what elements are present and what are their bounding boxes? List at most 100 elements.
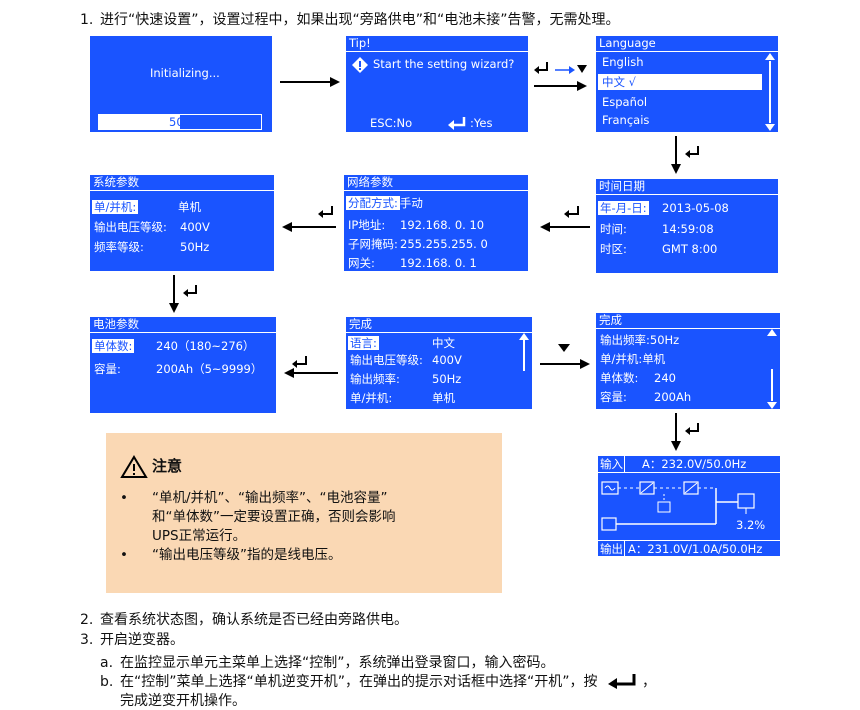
arrow-right-icon (280, 77, 340, 87)
network-label-gateway: 网关: (348, 256, 375, 270)
network-label-mask: 子网掩码: (348, 237, 398, 251)
datetime-title: 时间日期 (596, 179, 778, 195)
scroll-up-icon (765, 53, 775, 60)
note-title: 注意 (152, 457, 183, 475)
system-label-frequency: 频率等级: (94, 240, 144, 254)
scroll-down-icon (765, 124, 775, 131)
network-title: 网络参数 (344, 175, 528, 191)
arrow-left-icon (540, 206, 590, 232)
finish1-value-language: 中文 (432, 336, 455, 350)
power-flow-diagram (601, 481, 755, 531)
language-item-chinese[interactable]: 中文 √ (598, 74, 762, 90)
enter-key-icon (607, 674, 636, 689)
language-item-espanol[interactable]: Español (602, 95, 648, 109)
warning-icon (120, 455, 148, 478)
finish1-label-mode: 单/并机: (350, 391, 393, 405)
init-progress-bar: 50% (98, 114, 262, 130)
finish1-value-voltage: 400V (432, 353, 462, 367)
scrollbar[interactable] (764, 53, 776, 131)
language-title: Language (596, 36, 778, 52)
datetime-label-time: 时间: (600, 222, 627, 236)
system-value-mode: 单机 (178, 200, 201, 214)
wizard-yes-option[interactable]: :Yes (470, 116, 493, 130)
finish2-label-capacity: 容量: (600, 390, 627, 404)
datetime-value-timezone: GMT 8:00 (662, 242, 718, 256)
network-row-mode[interactable]: 分配方式:手动 (346, 196, 423, 210)
battery-row-cells[interactable]: 单体数: (92, 339, 135, 353)
screen-finish-1: 完成 语言: 中文 输出电压等级: 400V 输出频率: 50Hz 单/并机: … (346, 317, 532, 409)
system-label-voltage: 输出电压等级: (94, 220, 167, 234)
network-value-gateway: 192.168. 0. 1 (400, 256, 477, 270)
system-value-voltage: 400V (180, 220, 210, 234)
step-3a: a.在监控显示单元主菜单上选择“控制”，系统弹出登录窗口，输入密码。 (100, 655, 555, 671)
status-output-bar: 输出 A：231.0V/1.0A/50.0Hz (598, 540, 780, 556)
screen-system-status: 输入 A：232.0V/50.0Hz 3.2% 输出 A：231.0V/1.0A… (598, 456, 780, 556)
status-input-value: A：232.0V/50.0Hz (642, 457, 747, 471)
battery-value-capacity: 200Ah（5~9999） (156, 362, 263, 376)
screen-initializing: Initializing... 50% (90, 36, 272, 132)
finish1-row-language[interactable]: 语言: (348, 336, 379, 350)
scroll-down-icon (767, 402, 777, 409)
step-2: 2.查看系统状态图，确认系统是否已经由旁路供电。 (80, 612, 408, 628)
finish1-title: 完成 (346, 317, 532, 333)
finish2-value-capacity: 200Ah (654, 390, 692, 404)
scroll-up-icon (767, 329, 777, 336)
scrollbar[interactable] (766, 329, 778, 409)
system-value-frequency: 50Hz (180, 240, 210, 254)
info-icon (352, 57, 368, 73)
step-3a-text: 在监控显示单元主菜单上选择“控制”，系统弹出登录窗口，输入密码。 (120, 655, 555, 671)
finish2-title: 完成 (596, 313, 780, 329)
step-1: 1. 进行“快速设置”，设置过程中，如果出现“旁路供电”和“电池未接”告警，无需处… (80, 11, 620, 29)
screen-system-params: 系统参数 单/并机: 单机 输出电压等级: 400V 频率等级: 50Hz (90, 175, 274, 271)
screen-battery-params: 电池参数 单体数: 240（180~276） 容量: 200Ah（5~9999） (90, 317, 276, 413)
language-item-francais[interactable]: Français (602, 113, 650, 127)
init-progress-fill (99, 115, 180, 129)
system-title: 系统参数 (90, 175, 274, 191)
finish2-label-cells: 单体数: (600, 371, 639, 385)
screen-wizard: Tip! Start the setting wizard? ESC:No :Y… (346, 36, 528, 132)
arrow-right-icon (540, 344, 590, 369)
arrow-right-icon (534, 62, 587, 91)
step-1-text: 进行“快速设置”，设置过程中，如果出现“旁路供电”和“电池未接”告警，无需处理。 (100, 12, 620, 28)
status-input-bar: 输入 A：232.0V/50.0Hz (598, 456, 780, 473)
arrow-down-icon (169, 275, 197, 313)
system-row-mode[interactable]: 单/并机: (92, 200, 139, 214)
datetime-label-timezone: 时区: (600, 242, 627, 256)
scroll-up-icon[interactable] (518, 333, 530, 373)
screen-finish-2: 完成 输出频率:50Hz 单/并机:单机 单体数: 240 容量: 200Ah (596, 313, 780, 409)
battery-title: 电池参数 (90, 317, 276, 333)
arrow-left-icon (284, 356, 338, 378)
step-3b-text: 在“控制”菜单上选择“单机逆变开机”，在弹出的提示对话框中选择“开机”，按 (120, 674, 598, 690)
battery-value-cells: 240（180~276） (156, 339, 255, 353)
step-3b-cont: 完成逆变开机操作。 (120, 693, 246, 709)
language-item-english[interactable]: English (602, 55, 644, 69)
init-progress-label: 50% (169, 115, 195, 129)
step-3-text: 开启逆变器。 (100, 632, 184, 648)
status-input-label: 输入 (600, 457, 623, 471)
enter-key-icon (448, 117, 466, 130)
battery-label-capacity: 容量: (94, 362, 121, 376)
finish1-label-frequency: 输出频率: (350, 372, 400, 386)
step-2-text: 查看系统状态图，确认系统是否已经由旁路供电。 (100, 612, 408, 628)
finish2-row-mode: 单/并机:单机 (600, 352, 666, 366)
init-text: Initializing... (150, 66, 220, 80)
datetime-value-time: 14:59:08 (662, 222, 714, 236)
screen-language: Language English 中文 √ Español Français (596, 36, 778, 132)
step-3b: b.在“控制”菜单上选择“单机逆变开机”，在弹出的提示对话框中选择“开机”，按 … (100, 674, 656, 690)
finish1-value-mode: 单机 (432, 391, 455, 405)
wizard-question: Start the setting wizard? (373, 57, 515, 71)
finish2-row-frequency: 输出频率:50Hz (600, 333, 680, 347)
wizard-esc-option[interactable]: ESC:No (370, 116, 413, 130)
status-output-value: A：231.0V/1.0A/50.0Hz (628, 542, 763, 556)
note-box: 注意 • “单机/并机”、“输出频率”、“电池容量” 和“单体数”一定要设置正确… (106, 433, 502, 593)
step-1-number: 1. (80, 12, 94, 28)
network-value-mask: 255.255.255. 0 (400, 237, 488, 251)
finish1-label-voltage: 输出电压等级: (350, 353, 423, 367)
arrow-left-icon (282, 206, 336, 232)
datetime-row-date[interactable]: 年-月-日: (598, 201, 649, 215)
status-output-label: 输出 (600, 542, 623, 556)
datetime-value-date: 2013-05-08 (662, 201, 729, 215)
status-load-percent: 3.2% (736, 518, 766, 532)
screen-network-params: 网络参数 分配方式:手动 IP地址: 192.168. 0. 10 子网掩码: … (344, 175, 528, 271)
screen-datetime: 时间日期 年-月-日: 2013-05-08 时间: 14:59:08 时区: … (596, 179, 778, 273)
